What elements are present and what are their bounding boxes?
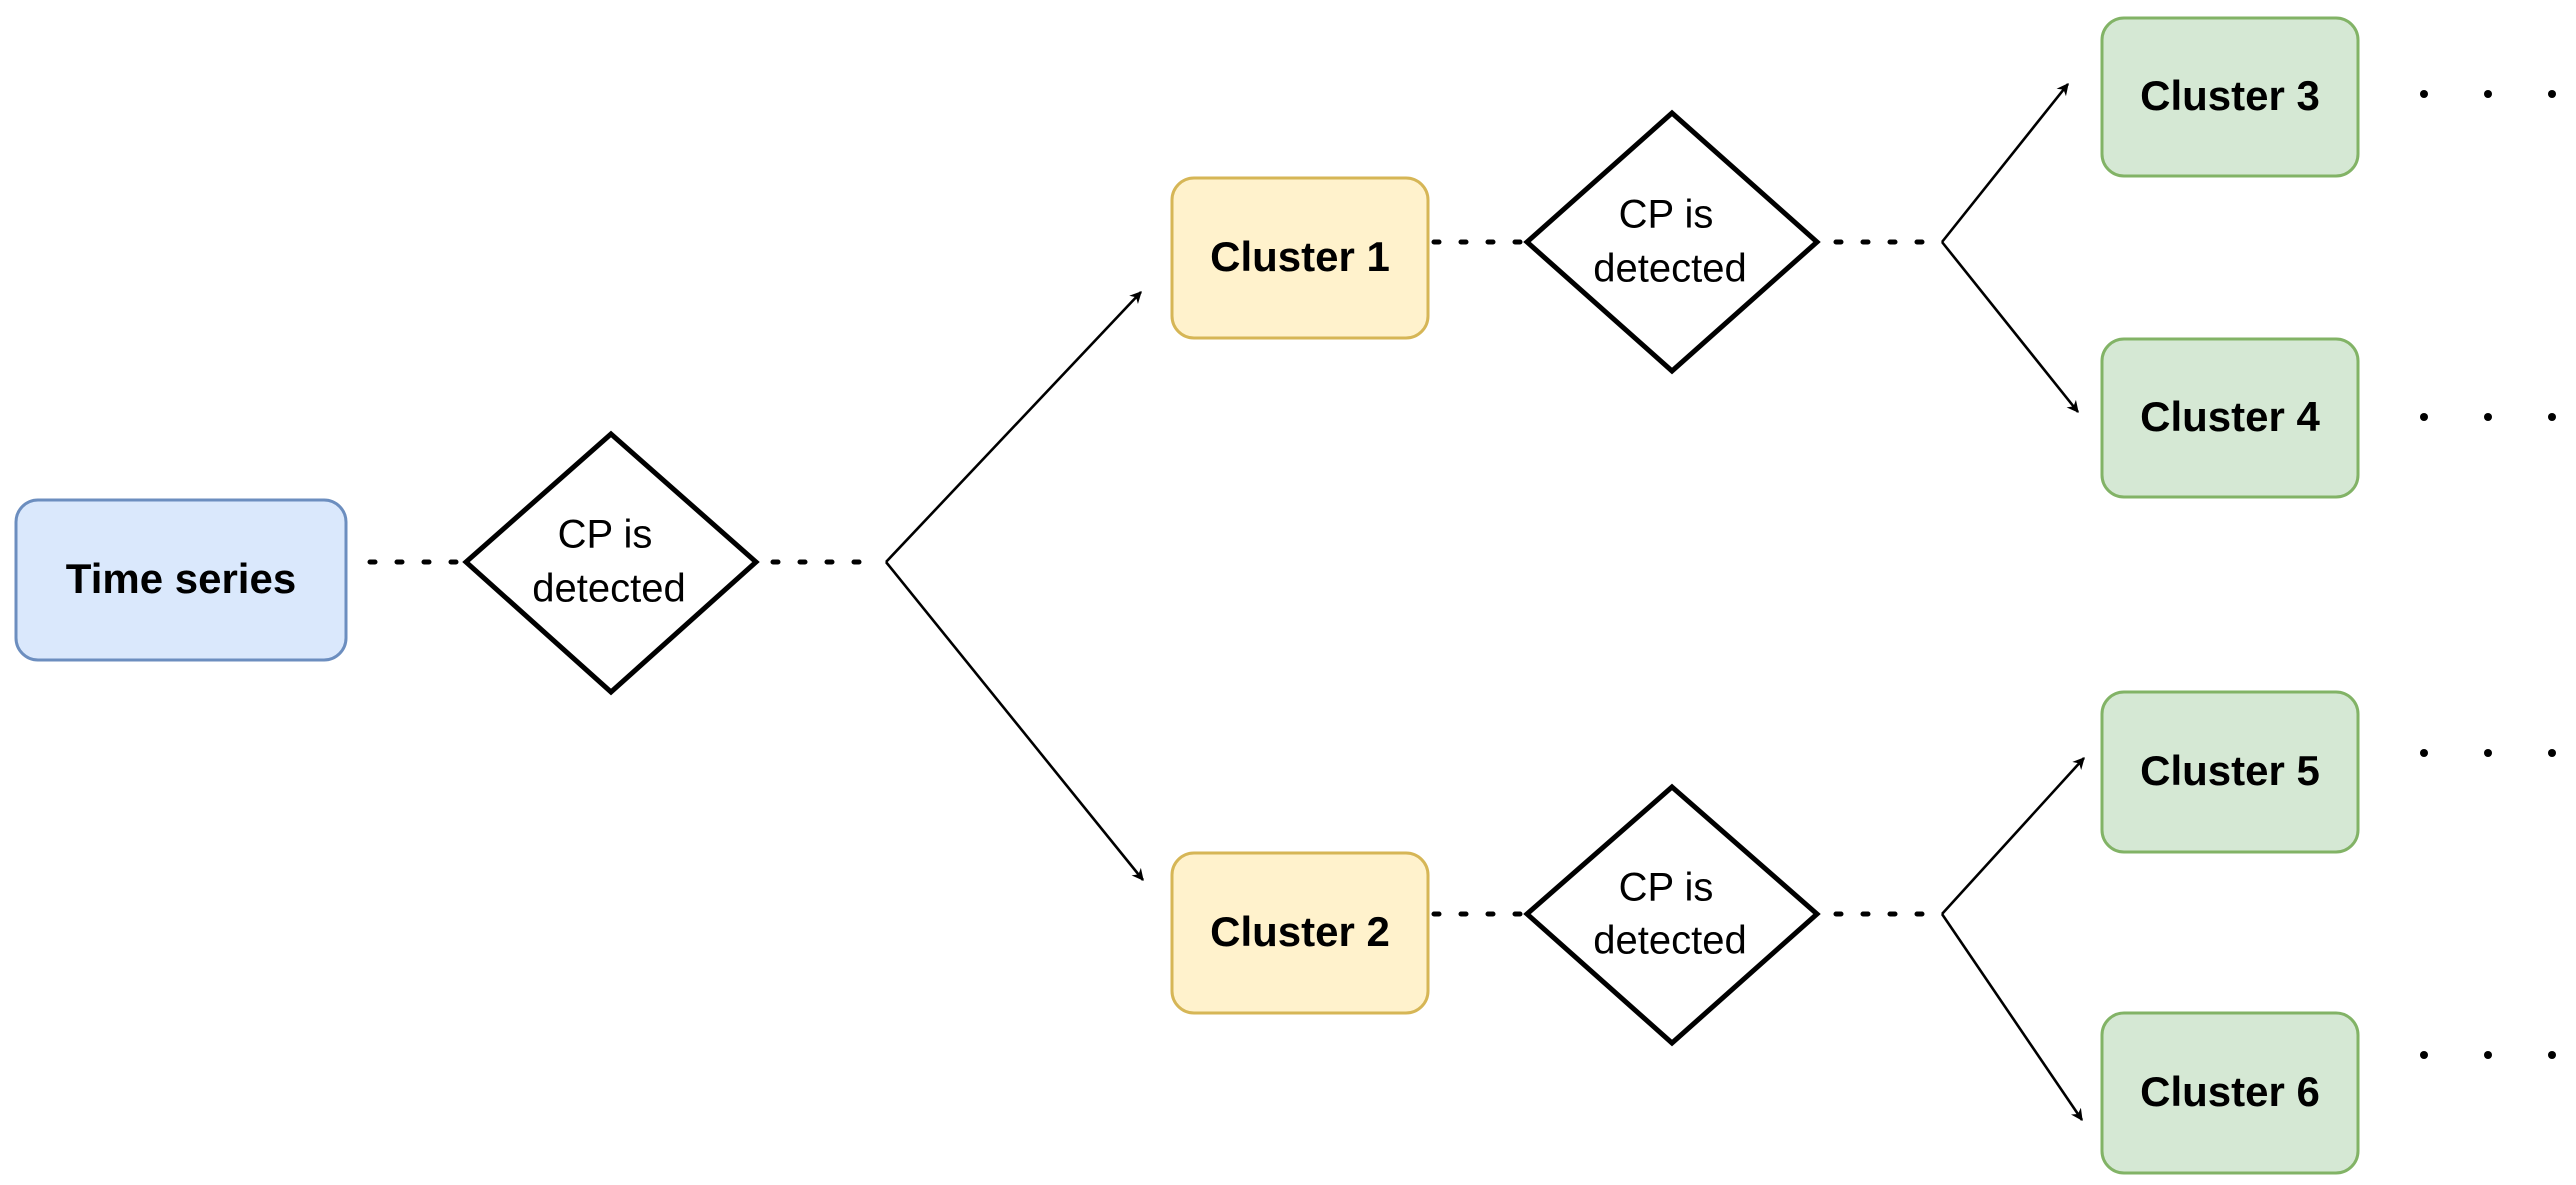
decision-3-line-2: detected: [1593, 919, 1746, 963]
cluster-1-box: [1170, 176, 1430, 340]
cluster-3-label: Cluster 3: [2140, 72, 2320, 119]
cluster-6-node: Cluster 6: [2100, 1011, 2360, 1175]
continuation-ellipsis-cluster-5: [2420, 749, 2556, 757]
cluster-2-label: Cluster 2: [1210, 908, 1390, 955]
cluster-1-node: Cluster 1: [1170, 176, 1430, 340]
cluster-4-node: Cluster 4: [2100, 337, 2360, 499]
decision-2-line-1: CP is: [1619, 193, 1714, 237]
cluster-3-node: Cluster 3: [2100, 16, 2360, 178]
cluster-2-node: Cluster 2: [1170, 851, 1430, 1015]
continuation-ellipsis-cluster-4: [2420, 413, 2556, 421]
arrow-to-cluster-1: [885, 291, 1142, 563]
cluster-5-box: [2100, 690, 2360, 854]
cluster-4-box: [2100, 337, 2360, 499]
continuation-ellipsis-cluster-3: [2420, 90, 2556, 98]
arrow-to-cluster-2: [884, 561, 1145, 881]
time-series-label: Time series: [66, 555, 296, 602]
cluster-6-box: [2100, 1011, 2360, 1175]
cluster-5-node: Cluster 5: [2100, 690, 2360, 854]
decision-cp-detected-2: CP is detected: [1523, 109, 1821, 375]
arrow-to-cluster-3: [1940, 83, 2070, 243]
cluster-3-box: [2100, 16, 2360, 178]
cluster-6-label: Cluster 6: [2140, 1068, 2320, 1115]
decision-2-line-2: detected: [1593, 247, 1746, 291]
continuation-ellipsis-cluster-6: [2420, 1051, 2556, 1059]
decision-diamond-2: [1523, 109, 1821, 375]
decision-1-line-1: CP is: [558, 513, 653, 557]
decision-cp-detected-1: CP is detected: [462, 430, 760, 696]
decision-1-line-2: detected: [532, 567, 685, 611]
arrow-to-cluster-6: [1940, 913, 2084, 1121]
cluster-2-box: [1170, 851, 1430, 1015]
cluster-5-label: Cluster 5: [2140, 747, 2320, 794]
decision-cp-detected-3: CP is detected: [1523, 783, 1821, 1047]
decision-diamond-1: [462, 430, 760, 696]
decision-diamond-3: [1523, 783, 1821, 1047]
time-series-box: [14, 498, 348, 662]
cluster-1-label: Cluster 1: [1210, 233, 1390, 280]
cluster-4-label: Cluster 4: [2140, 393, 2320, 440]
time-series-node: Time series: [14, 498, 348, 662]
arrow-to-cluster-5: [1941, 757, 2085, 915]
decision-3-line-1: CP is: [1619, 866, 1714, 910]
arrow-to-cluster-4: [1940, 241, 2080, 413]
